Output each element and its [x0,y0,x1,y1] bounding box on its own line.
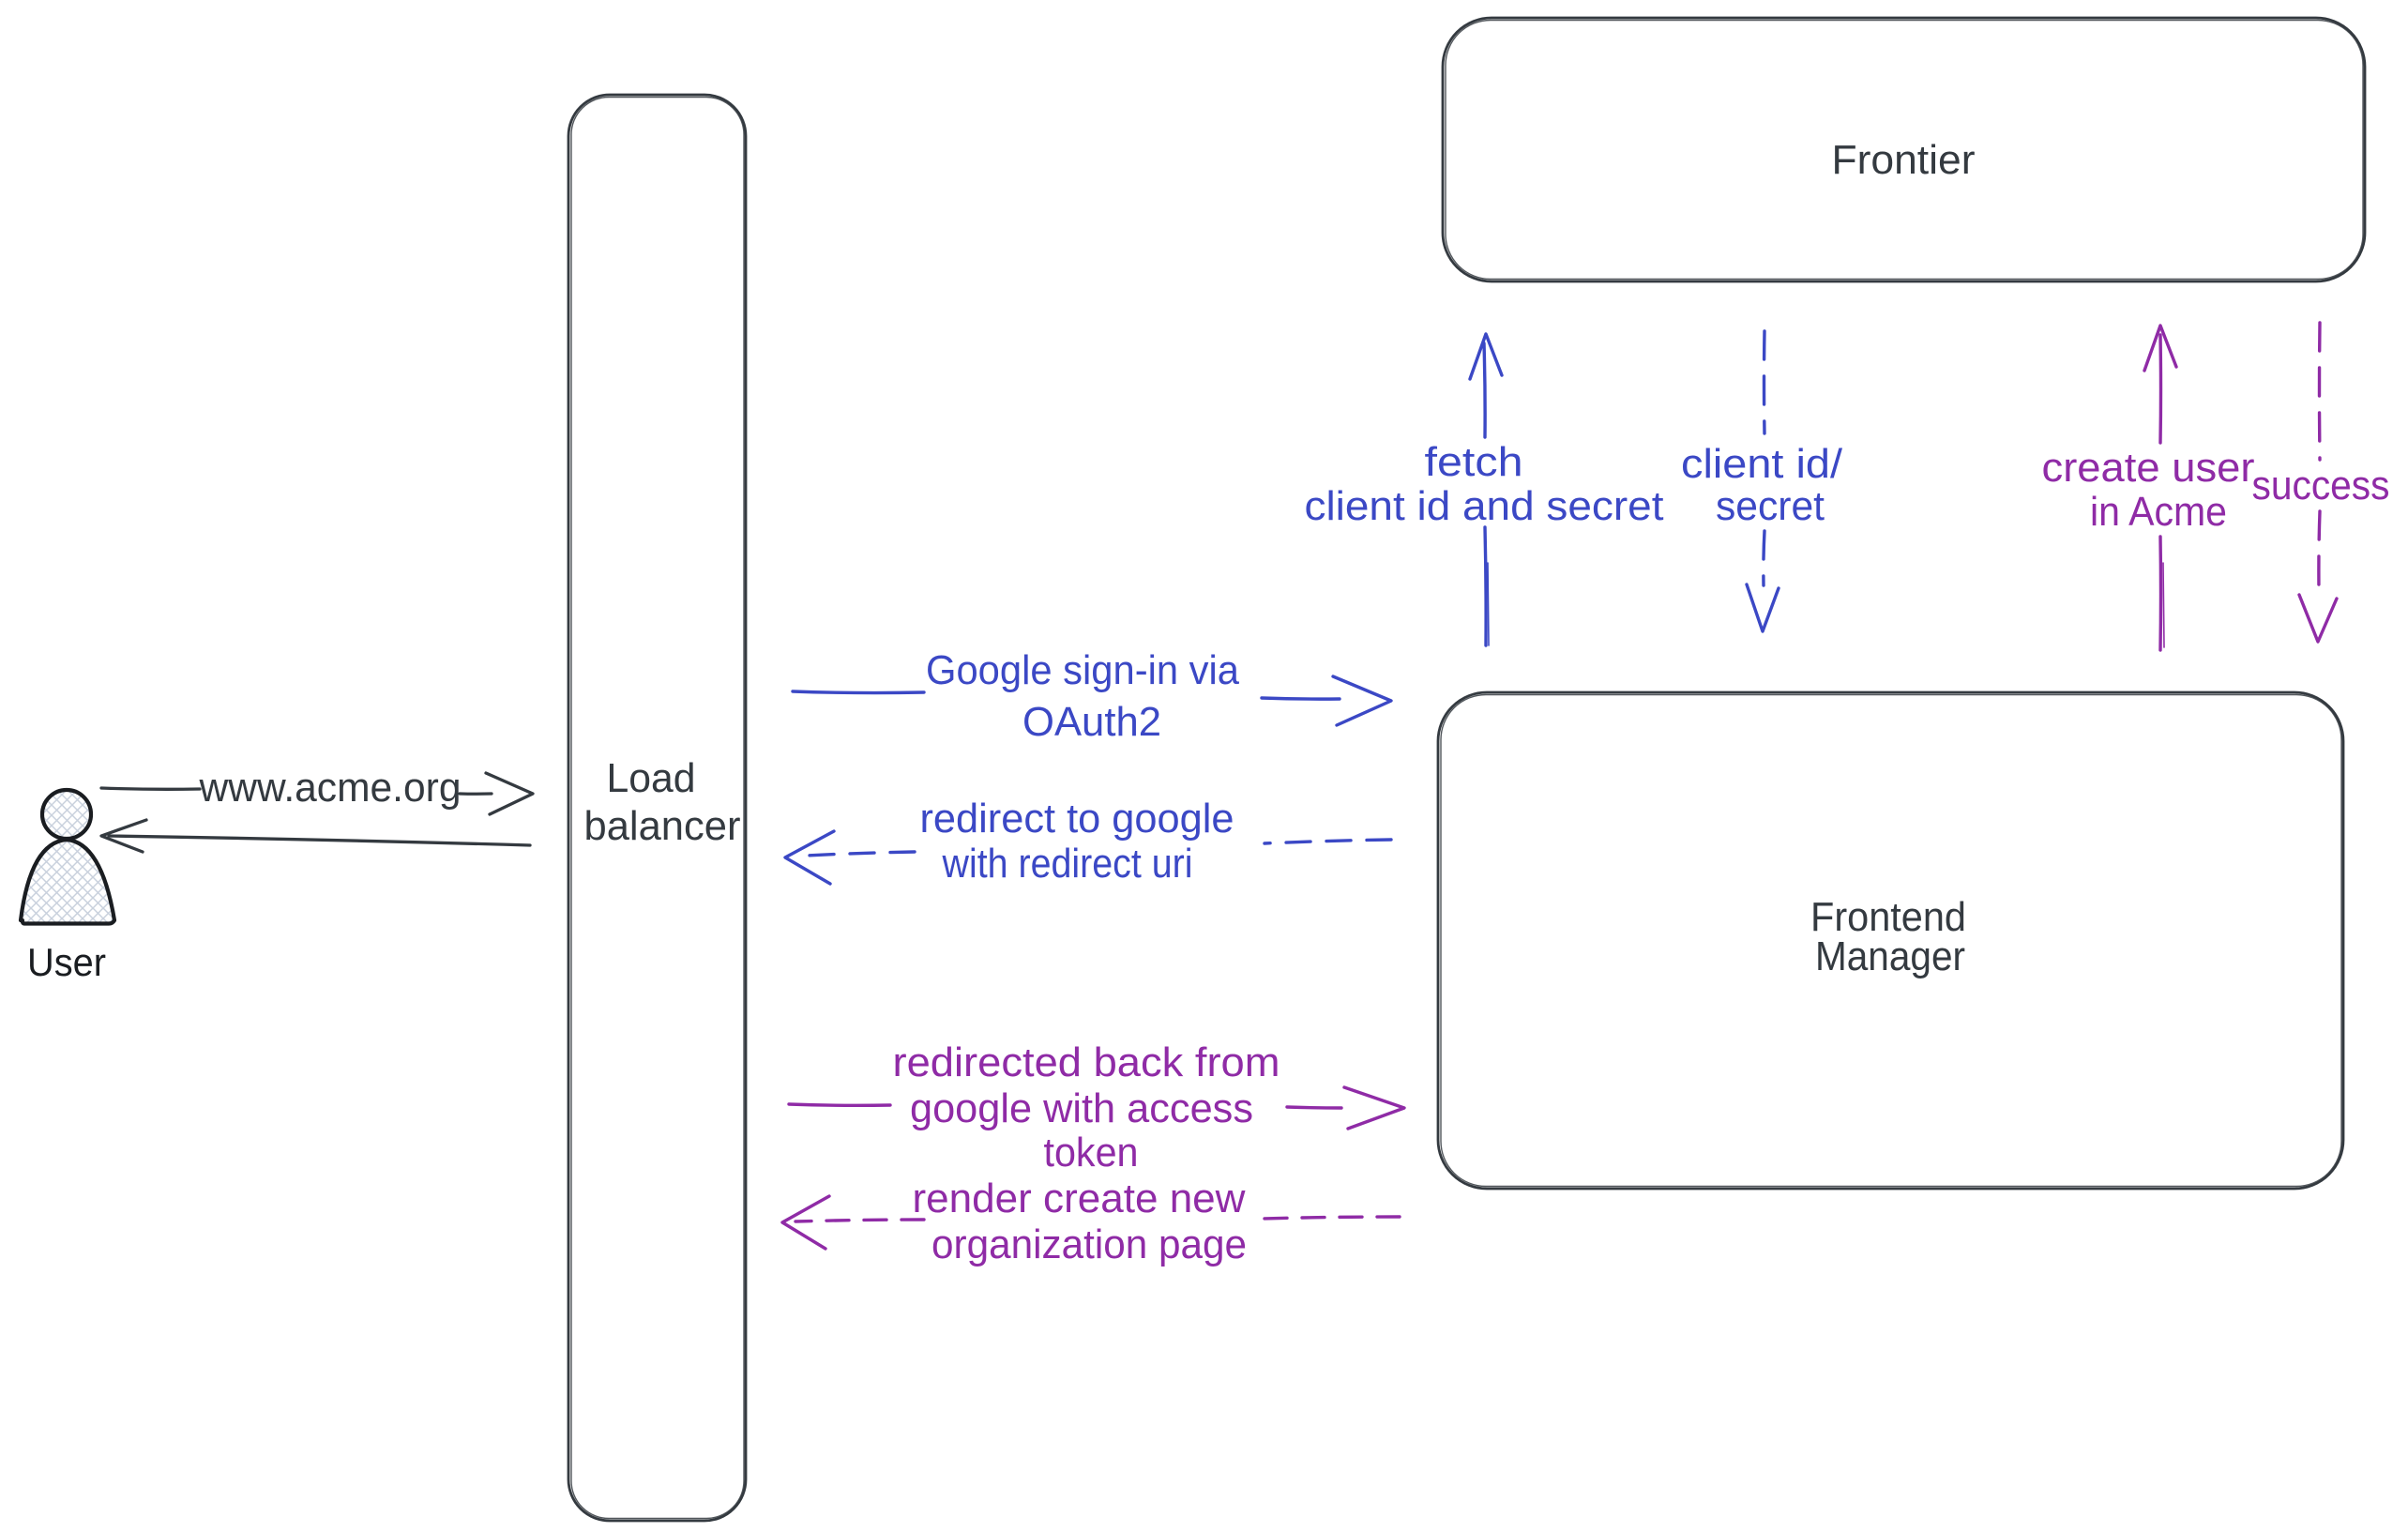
svg-text:client id and secret: client id and secret [1305,483,1664,529]
svg-text:fetch: fetch [1425,439,1523,485]
svg-text:with redirect uri: with redirect uri [942,841,1193,887]
svg-text:token: token [1044,1130,1139,1176]
svg-text:User: User [27,940,106,984]
svg-text:Frontend: Frontend [1810,894,1966,940]
svg-text:balancer: balancer [584,803,741,849]
svg-text:OAuth2: OAuth2 [1022,699,1161,745]
svg-text:Frontier: Frontier [1832,137,1976,183]
svg-text:redirect to google: redirect to google [920,796,1234,842]
svg-text:client id/: client id/ [1681,441,1843,487]
svg-text:Google sign-in via: Google sign-in via [926,647,1239,693]
svg-text:render create new: render create new [913,1176,1246,1221]
svg-text:google with access: google with access [910,1085,1253,1131]
svg-text:in Acme: in Acme [2090,489,2227,535]
svg-text:Manager: Manager [1815,933,1965,979]
svg-text:www.acme.org: www.acme.org [199,765,462,811]
svg-text:success: success [2252,463,2390,508]
svg-text:secret: secret [1716,483,1825,529]
svg-text:organization page: organization page [931,1221,1247,1267]
svg-text:redirected back from: redirected back from [893,1039,1280,1085]
svg-text:create user: create user [2042,445,2255,491]
svg-text:Load: Load [607,755,696,801]
